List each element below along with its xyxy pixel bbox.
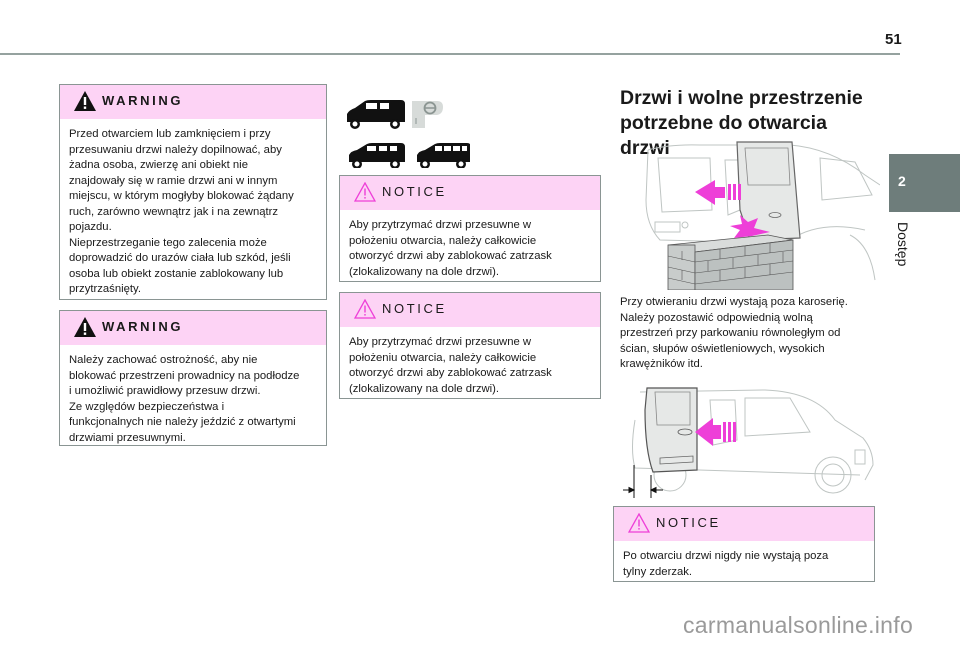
- clearance-paragraph: Przy otwieraniu drzwi wystają poza karos…: [620, 296, 848, 370]
- warning-triangle-icon: [74, 91, 96, 111]
- sliding-door-wall-illustration: [645, 141, 880, 290]
- notice-box-header: NOTICE: [340, 176, 600, 210]
- chapter-number: 2: [898, 173, 906, 189]
- notice-title: NOTICE: [656, 515, 721, 530]
- chapter-title: Dostęp: [889, 222, 919, 282]
- rear-door-clearance-illustration: [623, 387, 874, 498]
- page-number: 51: [885, 31, 902, 48]
- warning-title: WARNING: [102, 93, 184, 108]
- notice-triangle-icon: [628, 513, 650, 533]
- warning-box-header: WARNING: [60, 85, 326, 119]
- notice-text: Po otwarciu drzwi nigdy nie wystają poza…: [623, 550, 829, 578]
- header-rule: [0, 53, 900, 55]
- notice-box-2: NOTICE Aby przytrzymać drzwi przesuwne w…: [339, 292, 601, 399]
- notice-box-header: NOTICE: [614, 507, 874, 541]
- warning-box-1: WARNING Przed otwarciem lub zamknięciem …: [59, 84, 327, 300]
- warning-box-header: WARNING: [60, 311, 326, 345]
- notice-title: NOTICE: [382, 184, 447, 199]
- warning-triangle-icon: [74, 317, 96, 337]
- vehicle-icons: [347, 100, 470, 168]
- notice-title: NOTICE: [382, 301, 447, 316]
- notice-box-3: NOTICE Po otwarciu drzwi nigdy nie wysta…: [613, 506, 875, 582]
- notice-text: Aby przytrzymać drzwi przesuwne w położe…: [349, 219, 552, 278]
- notice-triangle-icon: [354, 182, 376, 202]
- warning-title: WARNING: [102, 319, 184, 334]
- arrow-left-icon: [695, 418, 736, 446]
- clearance-dimension: [623, 465, 663, 498]
- steering-wheel-icon: [412, 101, 443, 128]
- warning-text: Przed otwarciem lub zamknięciem i przy p…: [69, 128, 294, 295]
- arrow-left-icon: [695, 180, 741, 205]
- notice-triangle-icon: [354, 299, 376, 319]
- chapter-tab[interactable]: 2: [889, 154, 960, 212]
- notice-text: Aby przytrzymać drzwi przesuwne w położe…: [349, 336, 552, 395]
- watermark: carmanualsonline.info: [683, 612, 914, 638]
- van-7-seat-icon: [417, 143, 470, 168]
- section-heading: Drzwi i wolne przestrzenie potrzebne do …: [620, 87, 863, 159]
- warning-text: Należy zachować ostrożność, aby nie blok…: [69, 354, 300, 444]
- notice-box-header: NOTICE: [340, 293, 600, 327]
- impact-burst-icon: [730, 215, 770, 238]
- van-5-seat-icon: [349, 143, 405, 168]
- notice-box-1: NOTICE Aby przytrzymać drzwi przesuwne w…: [339, 175, 601, 282]
- van-short-icon: [347, 100, 405, 129]
- chapter-title-text: Dostęp: [895, 222, 911, 267]
- warning-box-2: WARNING Należy zachować ostrożność, aby …: [59, 310, 327, 446]
- brick-wall: [667, 234, 794, 290]
